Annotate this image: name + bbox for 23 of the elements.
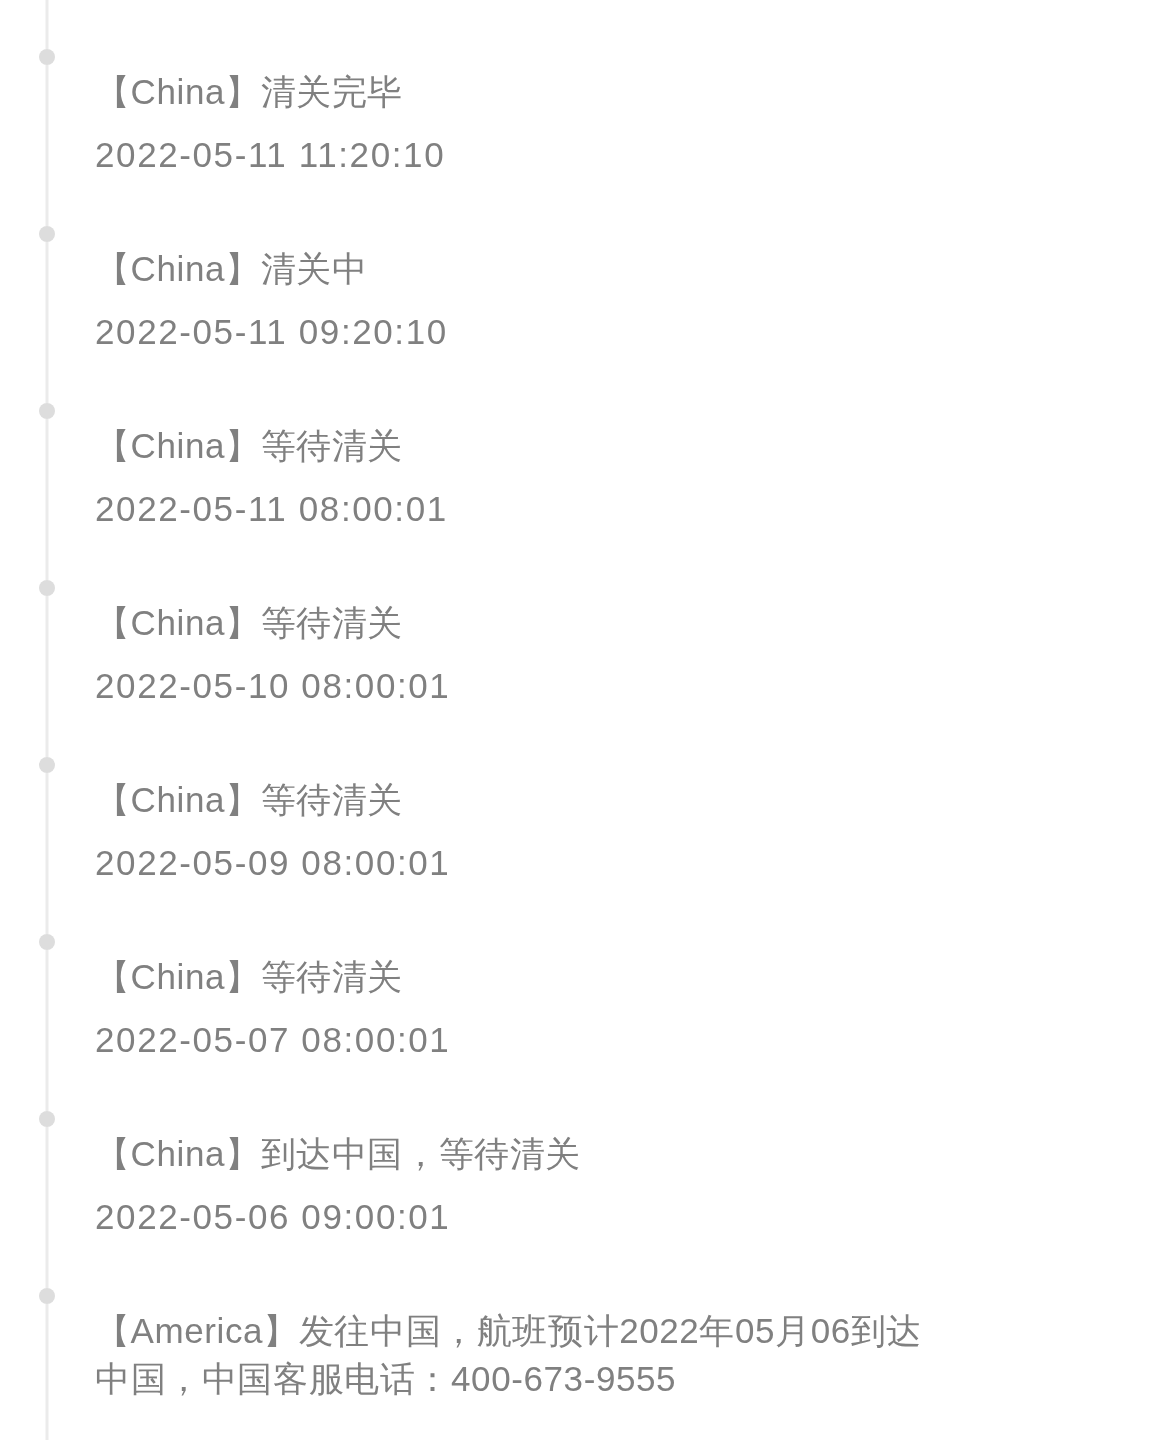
event-title: 【China】等待清关: [95, 425, 404, 467]
event-time: 2022-05-11 09:20:10: [95, 311, 448, 353]
timeline-dot: [39, 49, 55, 65]
event-title: 【China】清关中: [95, 248, 368, 290]
event-time: 2022-05-11 08:00:01: [95, 488, 448, 530]
event-time: 2022-05-11 11:20:10: [95, 134, 446, 176]
event-time: 2022-05-06 09:00:01: [95, 1196, 451, 1238]
event-time: 2022-05-09 08:00:01: [95, 842, 451, 884]
timeline-dot: [39, 934, 55, 950]
timeline-dot: [39, 226, 55, 242]
event-title: 【America】发往中国，航班预计2022年05月06到达中国，中国客服电话：400-673-9555: [95, 1310, 924, 1400]
timeline-dot: [39, 403, 55, 419]
event-time: 2022-05-07 08:00:01: [95, 1019, 451, 1061]
timeline-dot: [39, 580, 55, 596]
event-title: 【China】清关完毕: [95, 71, 404, 113]
timeline-dot: [39, 757, 55, 773]
timeline-dot: [39, 1111, 55, 1127]
timeline-dot: [39, 1288, 55, 1304]
event-time: 2022-05-10 08:00:01: [95, 665, 451, 707]
event-title: 【China】等待清关: [95, 956, 404, 998]
event-title: 【China】等待清关: [95, 779, 404, 821]
event-title: 【China】等待清关: [95, 602, 404, 644]
event-title: 【China】到达中国，等待清关: [95, 1133, 582, 1175]
